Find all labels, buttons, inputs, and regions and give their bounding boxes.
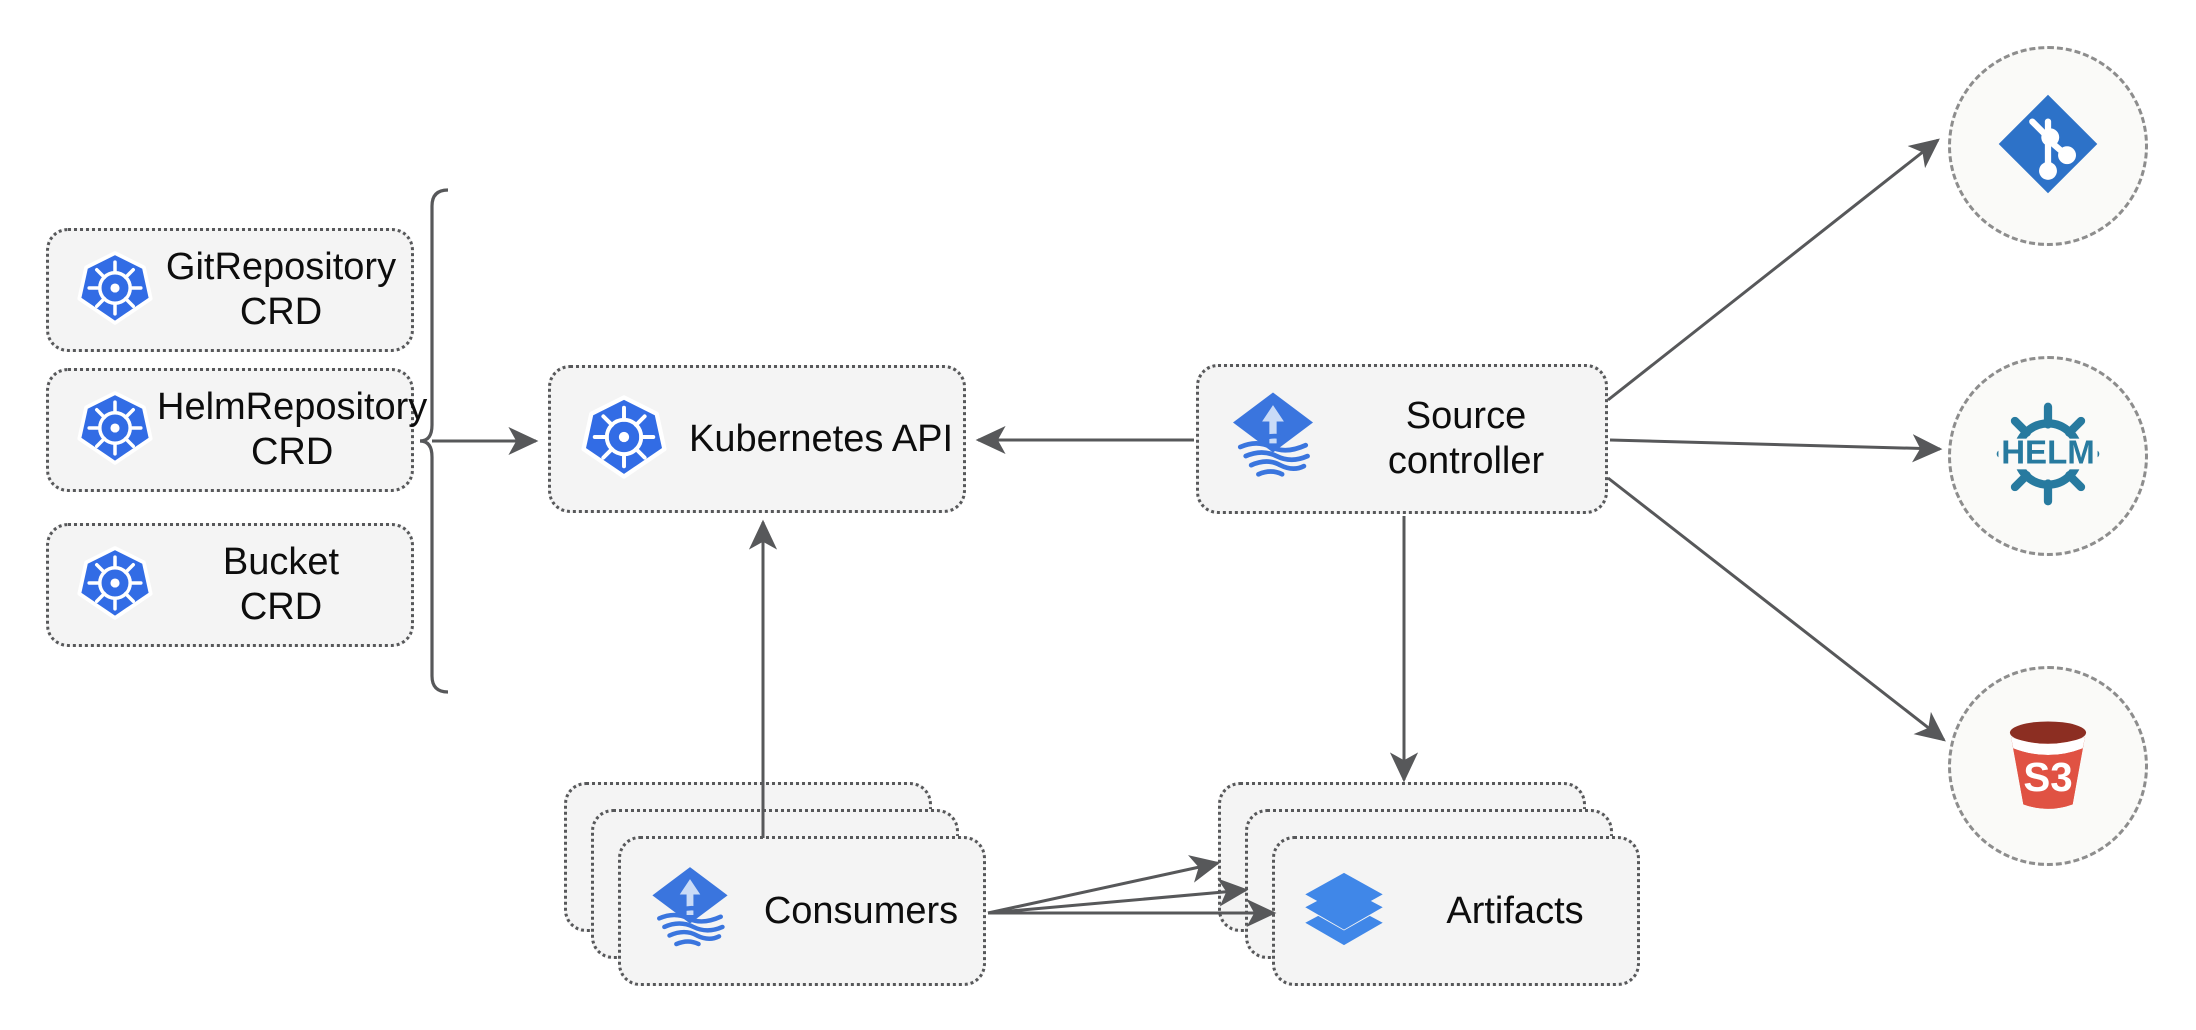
kubernetes-icon <box>581 394 667 485</box>
node-source-controller[interactable]: Source controller <box>1196 364 1608 514</box>
edge-source-controller-to-s3 <box>1607 476 1946 742</box>
node-kubernetes-api[interactable]: Kubernetes API <box>548 365 966 513</box>
git-icon <box>1992 88 2104 205</box>
edge-consumers-to-artifacts-1 <box>987 855 1221 915</box>
node-gitrepository-crd[interactable]: GitRepository CRD <box>46 228 414 352</box>
node-s3-source[interactable]: S3 <box>1948 666 2148 866</box>
node-helmrepository-crd[interactable]: HelmRepository CRD <box>46 368 427 492</box>
edge-source-controller-to-git <box>1607 138 1940 402</box>
s3-icon: S3 <box>1992 708 2104 825</box>
node-label: Artifacts <box>1446 889 1584 932</box>
helm-icon: HELM <box>1989 395 2107 518</box>
flux-icon <box>1227 387 1319 492</box>
consumers-card-front[interactable]: Consumers <box>618 836 986 986</box>
node-label: GitRepository CRD <box>165 246 397 333</box>
s3-label: S3 <box>2023 753 2072 799</box>
edge-consumers-to-artifacts-2 <box>987 878 1249 915</box>
kubernetes-icon <box>77 545 153 626</box>
node-label: Source controller <box>1387 395 1545 482</box>
artifacts-card-front[interactable]: Artifacts <box>1272 836 1640 986</box>
helm-label: HELM <box>2001 433 2095 470</box>
kubernetes-icon <box>77 390 153 471</box>
node-git-source[interactable] <box>1948 46 2148 246</box>
edge-source-controller-to-helm <box>1609 434 1943 463</box>
flux-icon <box>647 862 733 961</box>
kubernetes-icon <box>77 250 153 331</box>
node-bucket-crd[interactable]: Bucket CRD <box>46 523 414 647</box>
layers-icon <box>1301 866 1387 957</box>
node-label: Consumers <box>763 889 959 932</box>
node-helm-source[interactable]: HELM <box>1948 356 2148 556</box>
node-label: Bucket CRD <box>222 541 340 628</box>
node-label: Kubernetes API <box>689 417 954 460</box>
node-label: HelmRepository CRD <box>157 386 428 473</box>
